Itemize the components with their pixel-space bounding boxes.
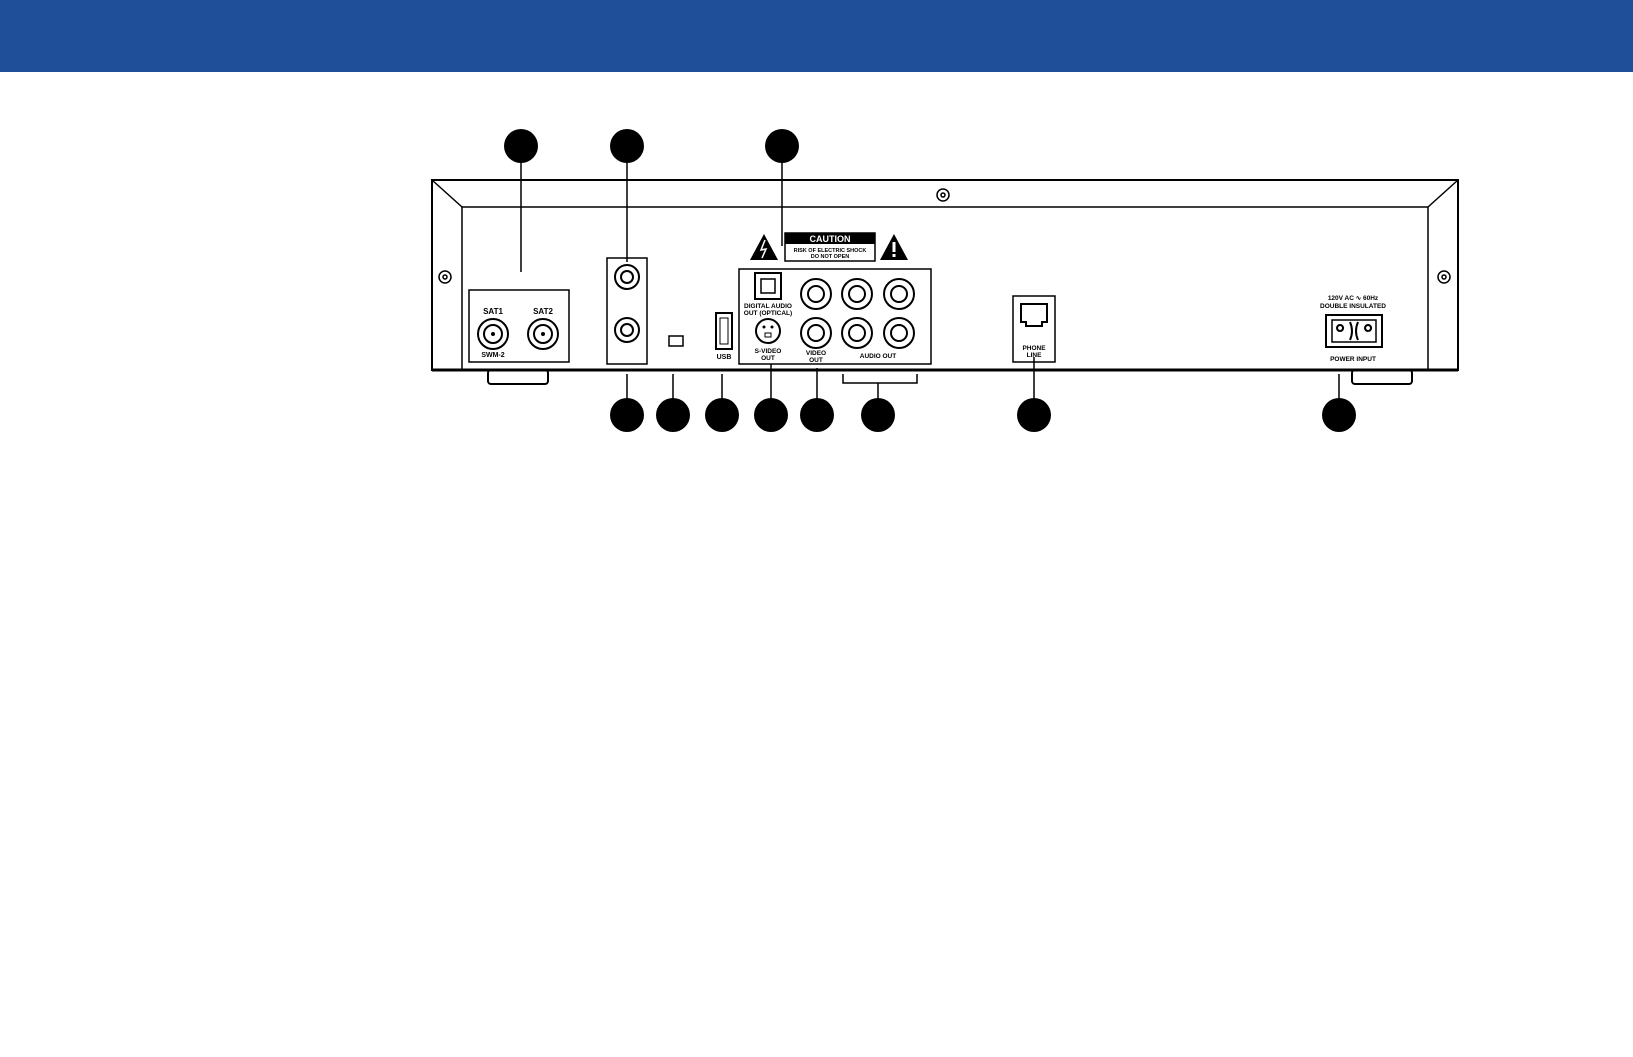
reset-button-icon bbox=[669, 336, 683, 346]
chassis bbox=[432, 180, 1458, 384]
caution-title: CAUTION bbox=[810, 234, 851, 244]
sat-input-block: SAT1 SAT2 SWM-2 bbox=[469, 290, 569, 362]
power-input-label: POWER INPUT bbox=[1330, 356, 1376, 363]
power-rating-2: DOUBLE INSULATED bbox=[1320, 303, 1386, 310]
svideo-port bbox=[756, 319, 780, 343]
exclamation-warning-triangle-icon bbox=[880, 234, 908, 260]
screw-icon bbox=[439, 189, 1450, 283]
audio-out-label: AUDIO OUT bbox=[860, 353, 897, 360]
av-output-block: DIGITAL AUDIO OUT (OPTICAL) S-VIDEO OUT … bbox=[739, 269, 931, 364]
swm-label: SWM-2 bbox=[481, 352, 504, 359]
svideo-label-2: OUT bbox=[761, 355, 775, 362]
power-rating-1: 120V AC ∿ 60Hz bbox=[1328, 295, 1379, 302]
phone-label-1: PHONE bbox=[1022, 345, 1046, 352]
digital-audio-label-1: DIGITAL AUDIO bbox=[744, 303, 792, 310]
optical-port bbox=[755, 273, 781, 299]
rca-pair-block bbox=[607, 258, 647, 364]
phone-line-port: PHONE LINE bbox=[1013, 296, 1055, 362]
sat2-label: SAT2 bbox=[533, 307, 553, 316]
rca-jacks bbox=[801, 279, 914, 348]
video-out-label-2: OUT bbox=[809, 357, 823, 364]
caution-line2: DO NOT OPEN bbox=[811, 254, 850, 260]
video-out-label-1: VIDEO bbox=[806, 350, 826, 357]
digital-audio-label-2: OUT (OPTICAL) bbox=[744, 310, 792, 317]
callout-leader-lines bbox=[521, 162, 1339, 402]
power-input-port: 120V AC ∿ 60Hz DOUBLE INSULATED POWER IN… bbox=[1320, 295, 1386, 363]
sat1-label: SAT1 bbox=[483, 307, 503, 316]
caution-label: CAUTION RISK OF ELECTRIC SHOCK DO NOT OP… bbox=[785, 233, 875, 261]
svideo-label-1: S-VIDEO bbox=[755, 348, 782, 355]
usb-port: USB bbox=[716, 313, 732, 361]
usb-label: USB bbox=[717, 354, 732, 361]
electric-shock-warning-triangle-icon bbox=[750, 234, 778, 260]
